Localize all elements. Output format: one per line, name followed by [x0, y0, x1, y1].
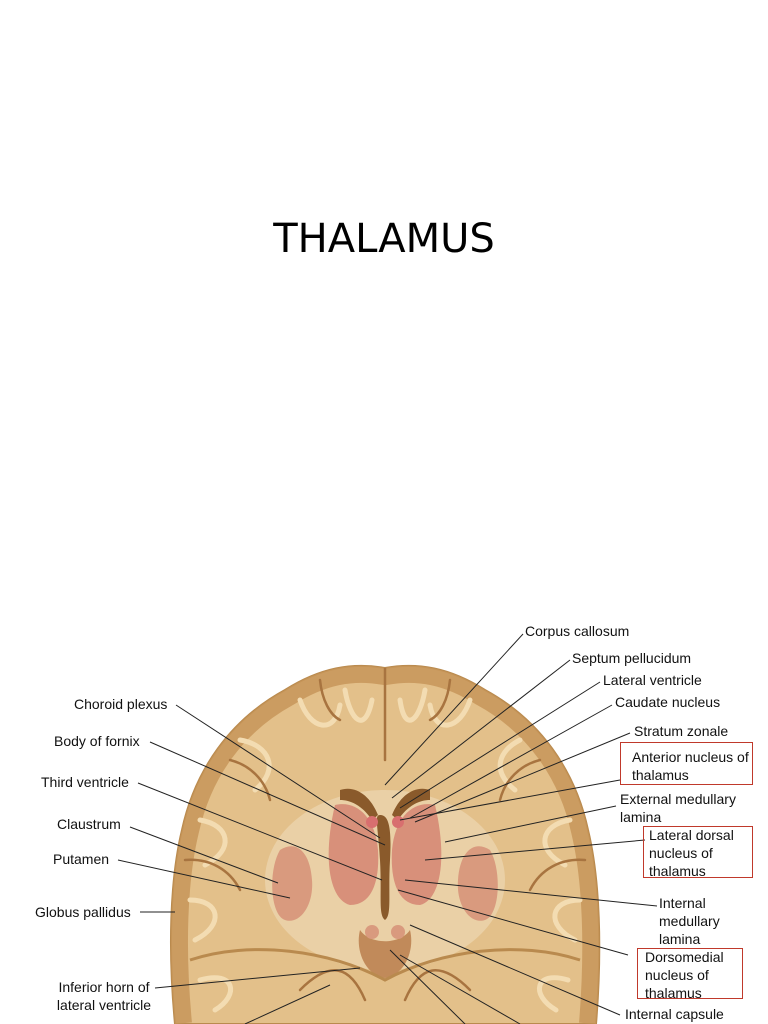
- label-lateral-dorsal-nucleus: Lateral dorsal nucleus of thalamus: [649, 826, 753, 880]
- label-third-ventricle: Third ventricle: [41, 773, 129, 791]
- label-stratum-zonale: Stratum zonale: [634, 722, 728, 740]
- label-claustrum: Claustrum: [57, 815, 121, 833]
- label-dorsomedial-nucleus: Dorsomedial nucleus of thalamus: [645, 948, 743, 1002]
- label-putamen: Putamen: [53, 850, 109, 868]
- label-septum-pellucidum: Septum pellucidum: [572, 649, 691, 667]
- label-globus-pallidus: Globus pallidus: [35, 903, 131, 921]
- label-anterior-nucleus: Anterior nucleus of thalamus: [632, 748, 750, 784]
- label-internal-capsule: Internal capsule: [625, 1005, 724, 1023]
- label-external-medullary-lamina: External medullary lamina: [620, 790, 760, 826]
- label-body-of-fornix: Body of fornix: [54, 732, 140, 750]
- label-caudate-nucleus: Caudate nucleus: [615, 693, 720, 711]
- label-choroid-plexus: Choroid plexus: [74, 695, 167, 713]
- label-internal-medullary-lamina: Internal medullary lamina: [659, 894, 749, 948]
- label-lateral-ventricle: Lateral ventricle: [603, 671, 702, 689]
- label-inferior-horn: Inferior horn of lateral ventricle: [48, 978, 160, 1014]
- label-corpus-callosum: Corpus callosum: [525, 622, 629, 640]
